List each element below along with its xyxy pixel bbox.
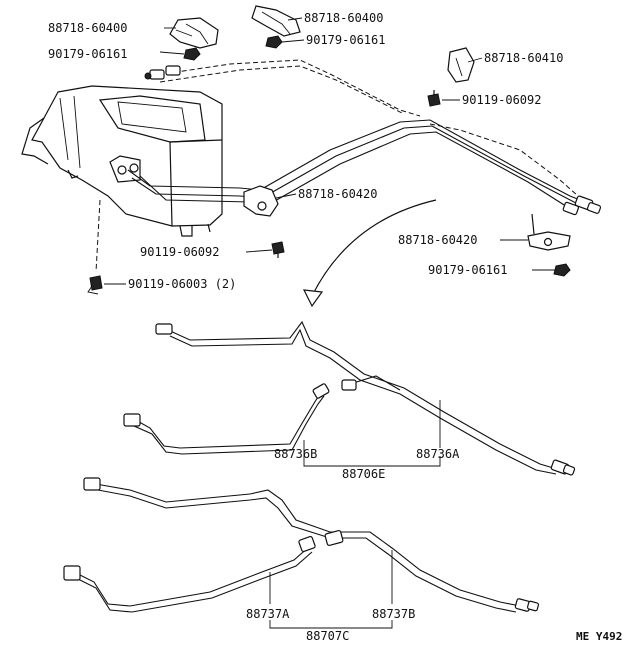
callout-bolt-right: 90119-06092 xyxy=(462,93,541,107)
callout-labels: 88718-60400 90179-06161 88718-60400 9017… xyxy=(48,11,622,643)
callout-nut-top-left: 90179-06161 xyxy=(48,47,127,61)
bolt-left-part xyxy=(271,241,285,258)
clamp-middle-part xyxy=(243,185,279,217)
clamp-lower-right-part xyxy=(527,213,571,251)
clamp-top-center-part xyxy=(251,5,301,37)
callout-leaders-top xyxy=(104,17,556,285)
label-set-88706E: 88706E xyxy=(342,467,385,481)
callout-nut-lower-right: 90179-06161 xyxy=(428,263,507,277)
evaporator-unit xyxy=(21,85,223,237)
callout-bolt-left: 90119-06092 xyxy=(140,245,219,259)
clamp-top-left-part xyxy=(169,17,219,49)
nut-top-center-part xyxy=(265,35,283,49)
callout-clamp-top-left: 88718-60400 xyxy=(48,21,127,35)
bolt-lower-left-part xyxy=(87,199,103,295)
callout-nut-top-center: 90179-06161 xyxy=(306,33,385,47)
tube-set-88707C xyxy=(63,477,540,629)
bolt-right-part xyxy=(427,90,441,107)
label-tube-88736A: 88736A xyxy=(416,447,460,461)
callout-clamp-lower-right: 88718-60420 xyxy=(398,233,477,247)
nut-lower-right-part xyxy=(553,263,571,277)
callout-clamp-top-center: 88718-60400 xyxy=(304,11,383,25)
upper-tube-run xyxy=(127,59,602,216)
detail-arrow xyxy=(302,199,437,308)
label-tube-88737A: 88737A xyxy=(246,607,290,621)
callout-bolt-lower-left: 90119-06003 (2) xyxy=(128,277,236,291)
tube-set-88706E xyxy=(123,320,576,476)
clamp-right-part xyxy=(447,47,475,83)
label-tube-88736B: 88736B xyxy=(274,447,317,461)
callout-clamp-middle: 88718-60420 xyxy=(298,187,377,201)
nut-top-left-part xyxy=(183,47,201,61)
figure-code: ME Y492 xyxy=(576,630,622,643)
label-tube-88737B: 88737B xyxy=(372,607,415,621)
label-set-88707C: 88707C xyxy=(306,629,349,643)
callout-clamp-right: 88718-60410 xyxy=(484,51,563,65)
